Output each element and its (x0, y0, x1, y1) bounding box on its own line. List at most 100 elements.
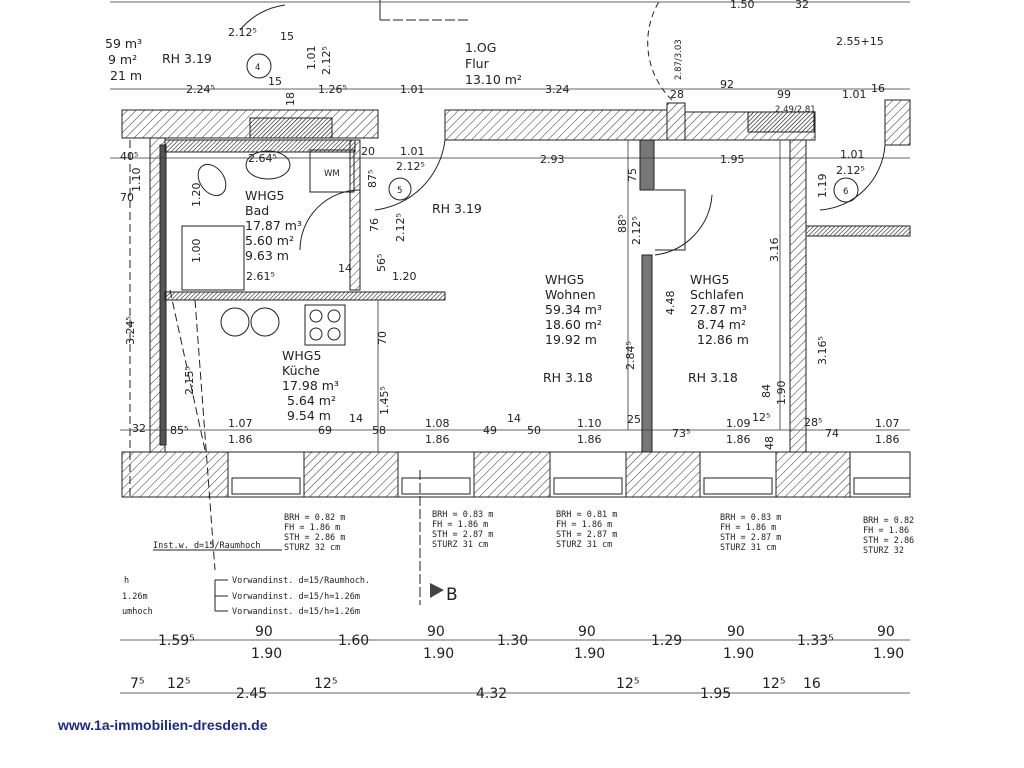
dim-label: 76 (368, 218, 381, 232)
dim-label: 90 (727, 624, 745, 640)
room-height: RH 3.18 (543, 370, 593, 385)
dim-label: 2.45 (236, 686, 267, 702)
dim-label: 12⁵ (752, 411, 770, 424)
window-spec-3: BRH = 0.81 m FH = 1.86 m STH = 2.87 m ST… (556, 510, 617, 550)
dim-label: 90 (578, 624, 596, 640)
room-name: Wohnen (545, 287, 596, 302)
dim-label: 90 (255, 624, 273, 640)
section-label: B (446, 585, 458, 605)
room-volume: 27.87 m³ (690, 302, 747, 317)
flur-name: Flur (465, 56, 490, 71)
room-area: 18.60 m² (545, 317, 602, 332)
vorwand-note: Vorwandinst. d=15/h=1.26m (232, 607, 360, 617)
dim-label: 1.20 (190, 183, 203, 208)
dim-label: 1.59⁵ (158, 633, 195, 649)
dim-label: 14 (349, 412, 363, 425)
dim-label: 48 (763, 436, 776, 450)
dim-label: 2.87/3.03 (674, 39, 684, 80)
spec-fh: FH = 1.86 m (284, 523, 340, 533)
room-perimeter: 9.54 m (287, 408, 331, 423)
spec-sth: STH = 2.87 m (720, 533, 781, 543)
dim-label: 2.24⁵ (186, 83, 215, 96)
dim-label: 1.86 (726, 433, 751, 446)
dim-label: 1.01 (840, 148, 865, 161)
dim-label: 3.24 (545, 83, 570, 96)
section-arrow-icon (430, 583, 444, 598)
partial-note: h (124, 576, 129, 586)
dim-label: 2.49/2.81 (775, 105, 816, 115)
dim-label: 90 (427, 624, 445, 640)
dim-label: 25 (627, 413, 641, 426)
sink-bowl (250, 307, 280, 337)
chimney (249, 117, 333, 139)
dim-label: 2.93 (540, 153, 565, 166)
dim-label: 2.12⁵ (630, 216, 643, 245)
door-swing (819, 144, 886, 211)
window-1 (231, 477, 301, 495)
dim-label: 1.07 (875, 417, 900, 430)
installation-notes: Inst.w. d=15/Raumhoch Vorwandinst. d=15/… (122, 541, 458, 617)
door-swing (654, 194, 713, 256)
marker-6-circle (833, 177, 859, 203)
partial-area: 9 m² (108, 52, 137, 67)
dim-label: 14 (338, 262, 352, 275)
dim-label: 1.45⁵ (378, 386, 391, 415)
dim-label: 32 (132, 422, 146, 435)
dim-label: 14 (507, 412, 521, 425)
room-area: 5.60 m² (245, 233, 294, 248)
dim-label: 69 (318, 424, 332, 437)
window-dimensions: 1.07 1.86 69 14 58 1.08 1.86 49 14 50 1.… (132, 411, 900, 450)
dim-label: 1.90 (873, 646, 904, 662)
dim-label: 1.01 (842, 88, 867, 101)
spec-sturz: STURZ 31 cm (556, 540, 612, 550)
washbasin (245, 150, 291, 180)
website-link[interactable]: www.1a-immobilien-dresden.de (58, 717, 268, 733)
spec-fh: FH = 1.86 (863, 526, 909, 536)
dim-label: 1.08 (425, 417, 450, 430)
dim-label: 20 (361, 145, 375, 158)
partial-note: umhoch (122, 607, 153, 617)
spec-brh: BRH = 0.83 m (432, 510, 493, 520)
dim-label: 49 (483, 424, 497, 437)
bath-kitchen-wall (164, 291, 446, 301)
room-bad: WHG5 Bad 17.87 m³ 5.60 m² 9.63 m (245, 188, 302, 263)
room-area: 5.64 m² (287, 393, 336, 408)
marker-4-circle (246, 53, 272, 79)
spec-sth: STH = 2.87 m (556, 530, 617, 540)
dim-label: 1.33⁵ (797, 633, 834, 649)
partition-wall (641, 254, 653, 453)
spec-brh: BRH = 0.83 m (720, 513, 781, 523)
dim-label: 3.24⁵ (124, 316, 137, 345)
dim-label: 4.32 (476, 686, 507, 702)
dim-label: 2.12⁵ (836, 164, 865, 177)
dim-label: 16 (803, 676, 821, 692)
dim-label: 1.10 (577, 417, 602, 430)
room-unit: WHG5 (282, 348, 321, 363)
dim-label: 1.01 (305, 46, 318, 71)
room-unit: WHG5 (690, 272, 729, 287)
dim-label: 15 (268, 75, 282, 88)
dim-label: 1.07 (228, 417, 253, 430)
dim-label: 15 (280, 30, 294, 43)
dim-label: 2.64⁵ (248, 152, 277, 165)
stove (304, 304, 346, 346)
spec-brh: BRH = 0.81 m (556, 510, 617, 520)
dim-label: 1.86 (425, 433, 450, 446)
dim-label: 70 (120, 191, 134, 204)
dim-label: 2.12⁵ (396, 160, 425, 173)
dim-label: 87⁵ (366, 170, 379, 188)
dim-label: 2.84⁵ (624, 341, 637, 370)
dim-label: 90 (877, 624, 895, 640)
dim-label: 1.86 (875, 433, 900, 446)
dim-label: 28 (670, 88, 684, 101)
dim-label: 2.12⁵ (228, 26, 257, 39)
window-3 (553, 477, 623, 495)
dim-label: 1.29 (651, 633, 682, 649)
flur-unit: 1.OG (465, 40, 496, 55)
window-spec-1: BRH = 0.82 m FH = 1.86 m STH = 2.86 m ST… (284, 513, 345, 553)
vorwand-note: Vorwandinst. d=15/Raumhoch. (232, 576, 370, 586)
room-name: Küche (282, 363, 320, 378)
dim-label: 18 (284, 92, 297, 106)
dim-label: 1.26⁵ (318, 83, 347, 96)
